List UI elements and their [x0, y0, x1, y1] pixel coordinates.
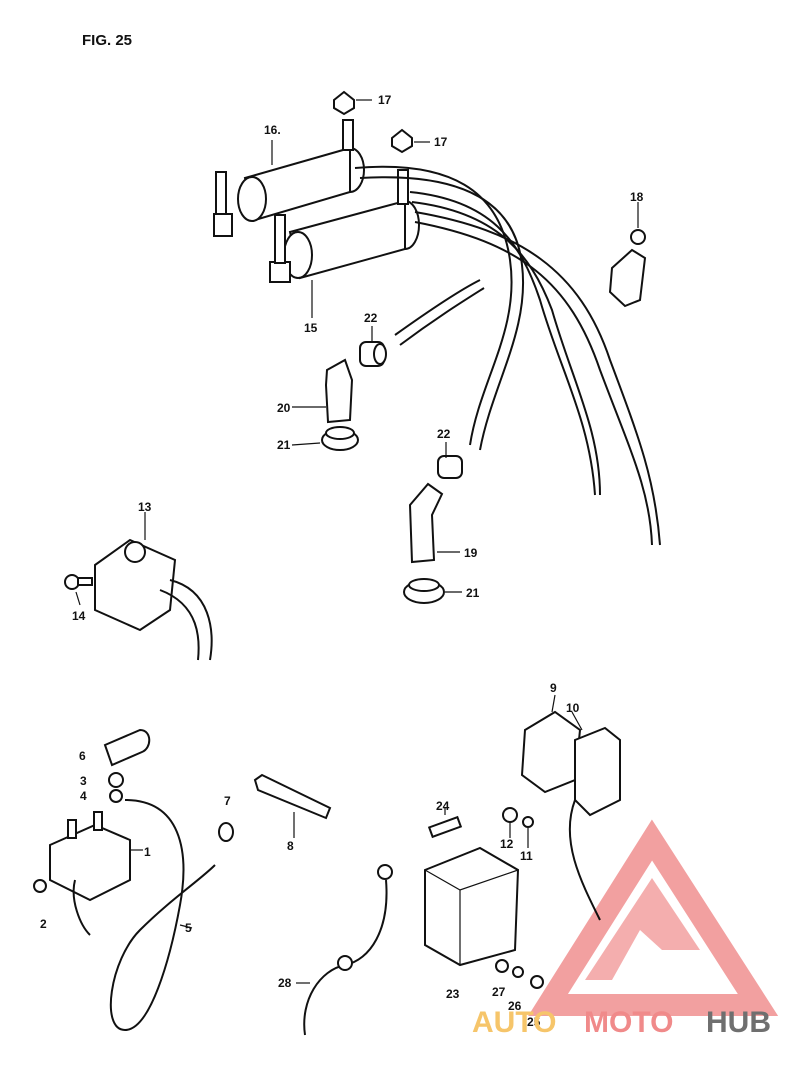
label-1: 1 [144, 845, 151, 859]
callout-labels: 1 2 3 4 5 6 7 8 9 10 11 12 13 14 15 16. … [40, 93, 644, 1029]
plug-cap-20 [324, 358, 354, 424]
screw-25 [530, 975, 544, 989]
ground-cable-28 [303, 864, 393, 1036]
regulator-13 [94, 538, 213, 661]
watermark-logo-icon [528, 819, 779, 1016]
screw-11 [522, 816, 534, 828]
leader-lines [75, 99, 639, 984]
ignition-coil-16 [213, 119, 365, 237]
label-23: 23 [446, 987, 460, 1001]
label-13: 13 [138, 500, 152, 514]
seal-21a [321, 426, 359, 451]
clamp-18 [608, 229, 647, 308]
screw-14 [64, 574, 93, 590]
label-2: 2 [40, 917, 47, 931]
starter-cable-5 [109, 799, 216, 1032]
washer-27 [495, 959, 509, 973]
washer-26 [512, 966, 524, 978]
watermark-hub: HUB [706, 1006, 771, 1039]
cover-10 [568, 726, 621, 921]
label-19: 19 [464, 546, 478, 560]
nut-17b [391, 128, 413, 154]
boot-6 [103, 728, 151, 767]
label-21a: 21 [277, 438, 291, 452]
starter-relay-1 [49, 811, 131, 936]
label-15: 15 [304, 321, 318, 335]
bracket-8 [253, 773, 332, 820]
label-6: 6 [79, 749, 86, 763]
plug-cap-19 [408, 482, 444, 564]
label-22b: 22 [437, 427, 451, 441]
nut-17a [333, 90, 355, 116]
label-28: 28 [278, 976, 292, 990]
label-12: 12 [500, 837, 514, 851]
label-27: 27 [492, 985, 506, 999]
watermark-text: AUTO MOTO HUB [472, 1006, 771, 1039]
bushing-22b [437, 455, 463, 479]
label-7: 7 [224, 794, 231, 808]
label-4: 4 [80, 789, 87, 803]
label-8: 8 [287, 839, 294, 853]
grommet-7 [218, 822, 234, 842]
bushing-22a [359, 341, 387, 367]
fuse-24 [427, 815, 463, 839]
label-17a: 17 [378, 93, 392, 107]
label-16: 16. [264, 123, 281, 137]
label-24: 24 [436, 799, 450, 813]
battery-box-23 [424, 846, 520, 967]
ignition-coil-15 [269, 169, 420, 283]
figure-title: FIG. 25 [82, 32, 132, 49]
high-tension-leads [354, 165, 661, 546]
junction-block-9 [520, 710, 582, 794]
label-22a: 22 [364, 311, 378, 325]
label-3: 3 [80, 774, 87, 788]
watermark-moto: MOTO [584, 1006, 673, 1039]
watermark-auto: AUTO [472, 1006, 556, 1039]
label-18: 18 [630, 190, 644, 204]
label-21b: 21 [466, 586, 480, 600]
washer-4 [109, 789, 123, 803]
label-26: 26 [508, 999, 522, 1013]
label-9: 9 [550, 681, 557, 695]
label-17b: 17 [434, 135, 448, 149]
seal-21b [403, 578, 445, 604]
label-25: 25 [527, 1015, 541, 1029]
label-5: 5 [185, 921, 192, 935]
label-11: 11 [520, 849, 533, 863]
washer-12 [502, 807, 518, 823]
label-20: 20 [277, 401, 291, 415]
washer-3 [108, 772, 124, 788]
label-14: 14 [72, 609, 86, 623]
bolt-2 [33, 879, 47, 893]
label-10: 10 [566, 701, 580, 715]
